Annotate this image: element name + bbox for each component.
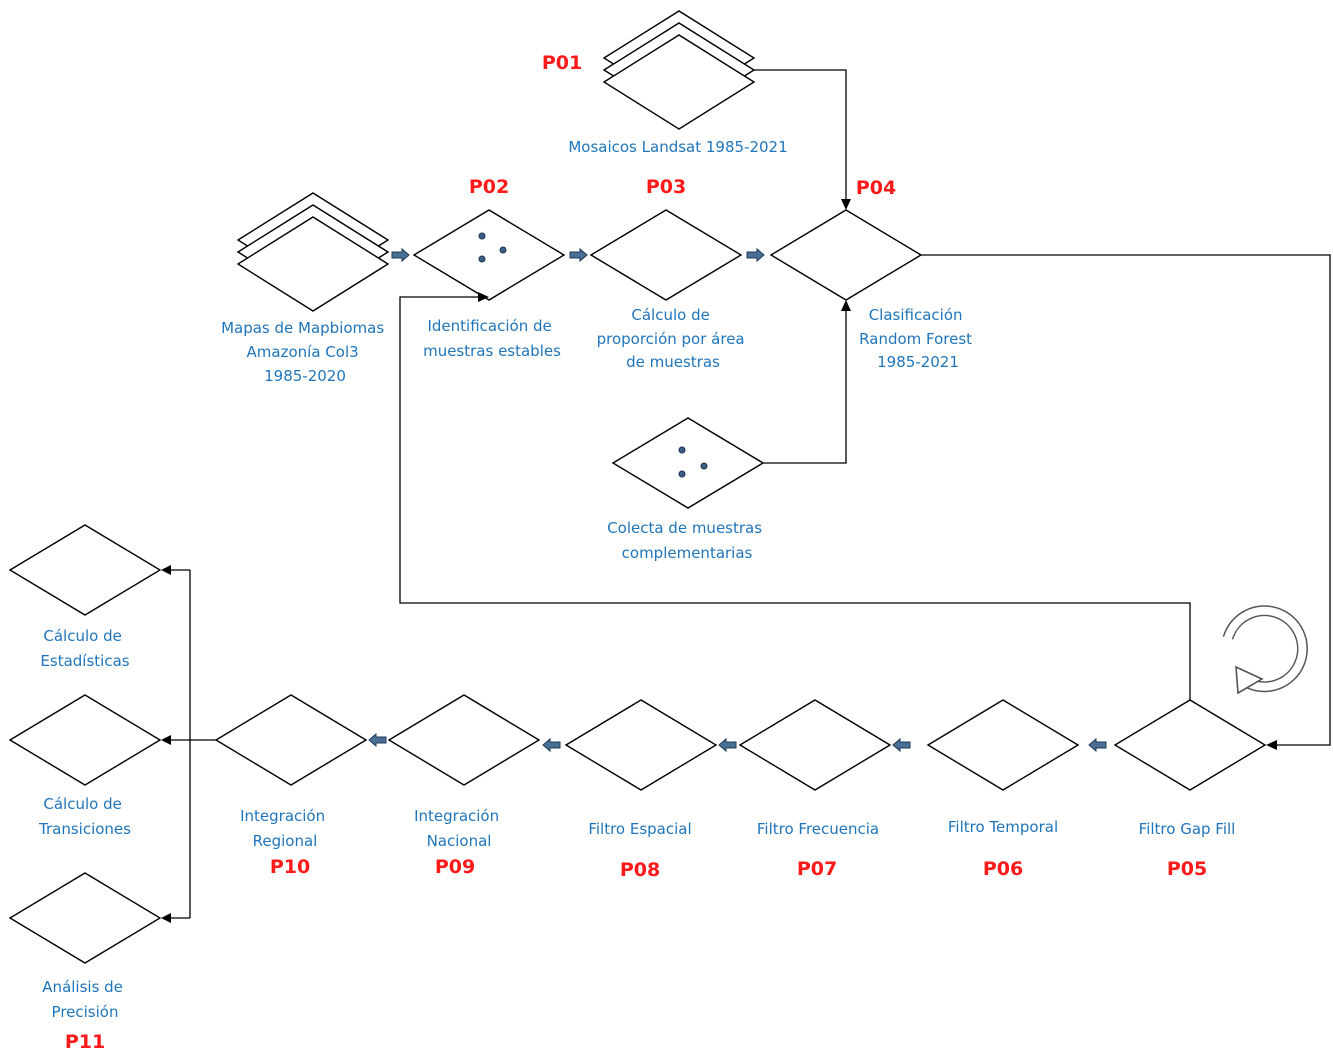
connector-p04-to-p05 (921, 254, 1331, 750)
connector-feedback-loop-to-p02 (399, 292, 1191, 700)
step-code-p07: P07 (797, 858, 837, 880)
sample-points-icon-colecta (678, 446, 708, 478)
diamond-p05 (1113, 699, 1267, 791)
sample-points-icon-p02 (478, 232, 507, 263)
block-arrow-mapas-to-p02 (391, 247, 410, 263)
diamond-estadisticas (8, 524, 162, 616)
block-arrow-p02-to-p03 (569, 247, 588, 263)
block-arrow-p03-to-p04 (746, 247, 765, 263)
step-code-p04: P04 (856, 177, 896, 199)
block-arrow-p06-to-p07 (892, 737, 911, 753)
diamond-p02 (412, 209, 566, 301)
label-p05: Filtro Gap Fill (1139, 820, 1236, 838)
diamond-precision (8, 872, 162, 964)
layers-icon-mosaicos (602, 10, 756, 130)
connector-colecta-to-p04 (763, 300, 851, 464)
label-p09: Integración Nacional (414, 807, 504, 850)
label-colecta: Colecta de muestras complementarias (607, 519, 767, 562)
label-p02: Identificación de muestras estables (423, 317, 561, 360)
label-transiciones: Cálculo de Transiciones (38, 795, 131, 838)
label-p06: Filtro Temporal (948, 818, 1058, 836)
label-p10: Integración Regional (240, 807, 330, 850)
block-arrow-p08-to-p09 (542, 737, 561, 753)
step-code-p06: P06 (983, 858, 1023, 880)
diamond-p08 (564, 699, 718, 791)
step-code-p03: P03 (646, 176, 686, 198)
layers-icon-mapas (236, 192, 390, 312)
diamond-p10 (214, 694, 368, 786)
diamond-colecta (611, 417, 765, 509)
step-code-p09: P09 (435, 856, 475, 878)
block-arrow-p09-to-p10 (368, 732, 387, 748)
label-precision: Análisis de Precisión (42, 978, 127, 1021)
connector-mosaicos-to-p04 (754, 69, 851, 210)
step-code-p11: P11 (65, 1031, 105, 1053)
connector-p10-branches (161, 565, 216, 923)
label-mapas: Mapas de Mapbiomas Amazonía Col3 1985-20… (221, 319, 389, 385)
label-estadisticas: Cálculo de Estadísticas (40, 627, 129, 670)
label-p08: Filtro Espacial (588, 820, 691, 838)
diamond-p04 (769, 209, 923, 301)
diamond-p09 (387, 694, 541, 786)
step-code-p01: P01 (542, 52, 582, 74)
diamond-p06 (926, 699, 1080, 791)
step-code-p02: P02 (469, 176, 509, 198)
diamond-p07 (738, 699, 892, 791)
block-arrow-p05-to-p06 (1088, 737, 1107, 753)
diamond-p03 (589, 209, 743, 301)
circular-arrow-icon (1222, 605, 1308, 695)
label-mosaicos: Mosaicos Landsat 1985-2021 (568, 138, 787, 156)
diamond-transiciones (8, 694, 162, 786)
step-code-p08: P08 (620, 859, 660, 881)
step-code-p05: P05 (1167, 858, 1207, 880)
label-p07: Filtro Frecuencia (757, 820, 879, 838)
label-p03: Cálculo de proporción por área de muestr… (597, 306, 750, 371)
step-code-p10: P10 (270, 856, 310, 878)
label-p04: Clasificación Random Forest 1985-2021 (859, 306, 977, 371)
block-arrow-p07-to-p08 (718, 737, 737, 753)
